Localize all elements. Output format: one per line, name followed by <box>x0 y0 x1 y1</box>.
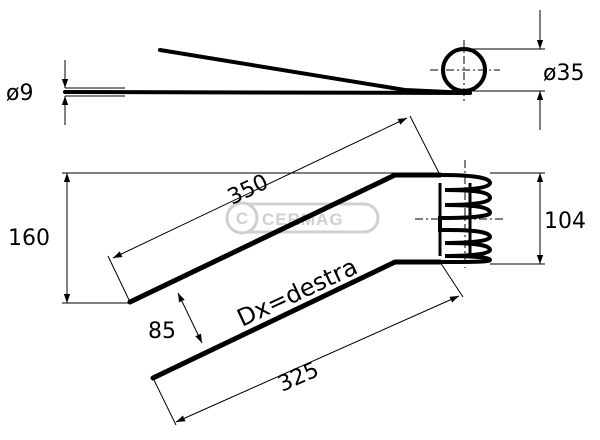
direction-note: Dx=destra <box>233 252 362 332</box>
height-total-label: 160 <box>8 226 50 251</box>
top-view: ø9 ø35 <box>6 10 584 130</box>
tine-top-profile <box>158 48 472 95</box>
svg-text:C: C <box>236 209 248 228</box>
coil-diameter-label: ø35 <box>543 61 584 86</box>
length-short-label: 325 <box>274 358 323 398</box>
front-view: 350 325 Dx=destra 160 104 85 <box>8 115 586 426</box>
coil-height-label: 104 <box>544 209 586 234</box>
wire-diameter-label: ø9 <box>6 81 33 106</box>
tine-spacing-label: 85 <box>148 319 176 344</box>
tine-bottom-profile <box>63 90 472 95</box>
